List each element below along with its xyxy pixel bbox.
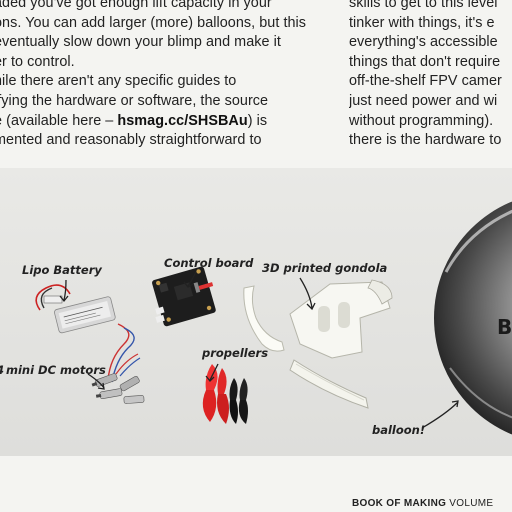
text-line: ifying the hardware or software, the sou… (0, 92, 269, 109)
footer-book-title: BOOK OF MAKING (352, 498, 447, 509)
text-line: ons. You can add larger (more) balloons,… (0, 14, 307, 31)
gondola-image (243, 279, 393, 409)
page-footer: BOOK OF MAKING VOLUME (352, 498, 493, 509)
label-3d-printed-gondola: 3D printed gondola (262, 261, 388, 275)
text-line: just need power and wi (349, 92, 498, 109)
text-line: off-the-shelf FPV camer (349, 73, 502, 90)
text-line: everything's accessible (349, 34, 498, 51)
balloon-letter: B (497, 315, 512, 339)
text-line: there is the hardware to (349, 132, 502, 149)
text-line: things that don't require (349, 53, 501, 70)
body-text-right-column: skills to get to this level tinker with … (349, 0, 512, 151)
label-control-board: Control board (164, 256, 254, 270)
components-illustration: B (0, 168, 512, 456)
text-line: aded you've got enough lift capacity in … (0, 0, 272, 11)
annotation-arrows (59, 271, 459, 429)
control-board-image (152, 266, 216, 327)
components-photo: B (0, 168, 512, 456)
text-line: tinker with things, it's e (349, 14, 495, 31)
lipo-battery-image (35, 284, 116, 334)
text-line-with-link: e (available here – hsmag.cc/SHSBAu) is (0, 112, 312, 132)
label-propellers: propellers (201, 346, 268, 360)
text-line: without programming). (349, 112, 494, 129)
text-line: mented and reasonably straightforward to (0, 132, 262, 149)
text-line: hile there aren't any specific guides to (0, 73, 237, 90)
text-fragment: e (available here – (0, 112, 118, 129)
body-text-left-column: aded you've got enough lift capacity in … (0, 0, 312, 151)
dc-motors-image (91, 323, 145, 404)
text-line: eventually slow down your blimp and make… (0, 34, 281, 51)
label-motors-prefix: 4 (0, 363, 4, 377)
label-lipo-battery: Lipo Battery (22, 263, 102, 277)
text-line: er to control. (0, 53, 75, 70)
balloon-image: B (434, 201, 512, 435)
footer-volume: VOLUME (446, 498, 494, 509)
text-line: skills to get to this level (349, 0, 498, 11)
label-mini-dc-motors: mini DC motors (6, 363, 106, 377)
text-fragment: ) is (247, 112, 268, 129)
label-balloon: balloon! (372, 423, 425, 437)
source-link[interactable]: hsmag.cc/SHSBAu (117, 112, 248, 129)
propellers-image (202, 364, 248, 424)
